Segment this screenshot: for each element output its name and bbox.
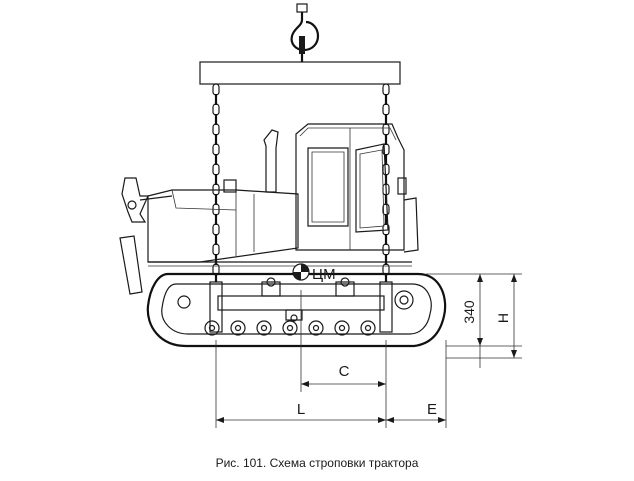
chain-link [212, 243, 220, 256]
dimension-l: L [297, 401, 305, 418]
chain-shackle [379, 281, 393, 333]
dimension-c: C [339, 363, 350, 380]
figure-caption: Рис. 101. Схема строповки трактора [216, 456, 419, 470]
center-of-mass-label: ЦМ [312, 266, 336, 283]
road-wheel-hub [364, 324, 372, 332]
road-wheel-hub [208, 324, 216, 332]
road-wheel [334, 320, 350, 336]
horizontal-dimensions [215, 290, 447, 428]
chain-link [382, 123, 390, 136]
tractor [119, 123, 447, 348]
road-wheel-hub [338, 324, 346, 332]
center-of-mass-icon [292, 263, 310, 281]
road-wheel-hub [286, 324, 294, 332]
chain-link [382, 103, 390, 116]
road-wheel-hub [260, 324, 268, 332]
road-wheel-hub [234, 324, 242, 332]
chain-link [382, 163, 390, 176]
road-wheel [282, 320, 298, 336]
road-wheel [256, 320, 272, 336]
road-wheel [308, 320, 324, 336]
front-idler [394, 290, 414, 310]
chain-link [212, 123, 220, 136]
dimension-e: E [427, 401, 437, 418]
road-wheel [360, 320, 376, 336]
chain-link [212, 163, 220, 176]
chain-link [212, 83, 220, 96]
road-wheels [204, 320, 376, 336]
road-wheel [230, 320, 246, 336]
chain-link [212, 143, 220, 156]
sling-chain-right [379, 83, 393, 333]
exhaust-pipe [263, 129, 279, 193]
road-wheel-hub [312, 324, 320, 332]
dimension-h: H [495, 313, 511, 323]
chain-link [212, 223, 220, 236]
cab [295, 123, 419, 253]
sling-chain-left [209, 83, 223, 333]
rear-attachment [119, 177, 173, 295]
vertical-dimensions [426, 273, 522, 368]
chain-link [382, 83, 390, 96]
road-wheel [204, 320, 220, 336]
rear-idler [177, 295, 191, 309]
chain-shackle [209, 281, 223, 333]
spreader-beam [199, 61, 401, 85]
engine-hood [147, 189, 299, 263]
dimension-340: 340 [461, 300, 477, 324]
crane-hook-icon [290, 3, 320, 62]
crawler-track [146, 272, 447, 348]
air-intake [223, 179, 237, 193]
chain-link [212, 103, 220, 116]
